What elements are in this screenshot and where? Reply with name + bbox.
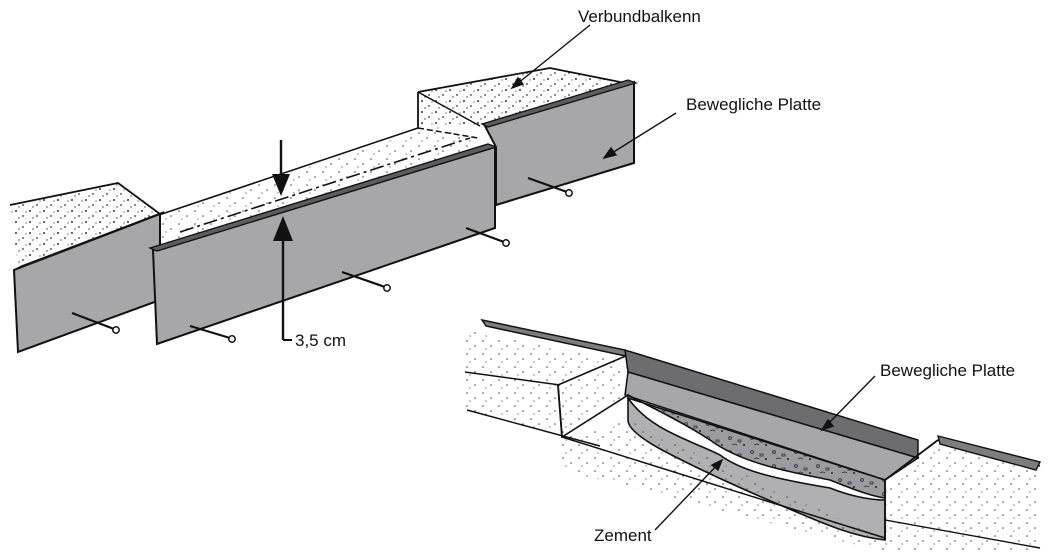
leader-lines bbox=[510, 24, 876, 531]
label-movable-plate-top: Bewegliche Platte bbox=[686, 95, 821, 114]
label-composite-beam: Verbundbalkenn bbox=[578, 7, 701, 26]
label-height: 3,5 cm bbox=[295, 331, 346, 350]
label-cement: Zement bbox=[594, 526, 652, 545]
cement-body bbox=[627, 393, 886, 499]
lower-formwork-drawing bbox=[464, 318, 1042, 552]
upper-formwork-drawing bbox=[9, 67, 639, 354]
height-indicator bbox=[272, 140, 293, 341]
label-movable-plate-bottom: Bewegliche Platte bbox=[880, 361, 1015, 380]
